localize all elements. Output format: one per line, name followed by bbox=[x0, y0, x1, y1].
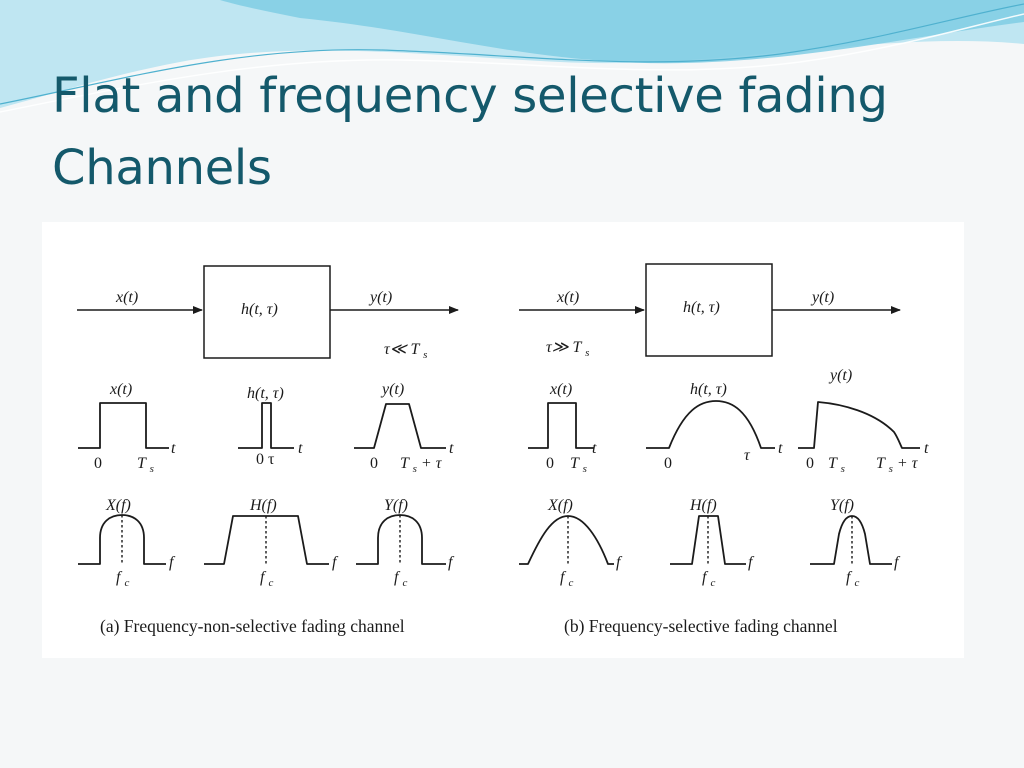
panel-b-x-time-label: x(t) bbox=[549, 381, 572, 398]
panel-b-y-time-curve bbox=[798, 401, 920, 449]
panel-b-x-time-pulse bbox=[528, 402, 594, 449]
panel-b-X-label: X(f) bbox=[547, 497, 573, 514]
panel-b-condition: τ≫ T s bbox=[546, 339, 589, 359]
figure-background bbox=[42, 222, 964, 658]
panel-a-x-time-t: t bbox=[171, 440, 176, 457]
panel-a-condition: τ≪ T s bbox=[384, 341, 427, 361]
panel-a-H-fc: f c bbox=[260, 569, 273, 589]
panel-b-y-time-label: y(t) bbox=[828, 367, 852, 384]
panel-a-y-time-t: t bbox=[449, 440, 454, 457]
panel-a-H-fc-c: c bbox=[268, 577, 273, 589]
panel-a-frequency-non-selective: x(t) h(t, τ) y(t) τ≪ T s x(t) t 0 T s h(… bbox=[77, 265, 459, 636]
panel-a-x-time-pulse bbox=[78, 402, 169, 449]
panel-b-condition-text: τ≫ T bbox=[546, 339, 582, 356]
panel-a-X-label: X(f) bbox=[105, 497, 131, 514]
panel-a-x-time-ts-s: s bbox=[150, 463, 154, 475]
panel-a-Y-f: f bbox=[448, 554, 455, 571]
panel-b-y-time-t: t bbox=[924, 440, 929, 457]
slide-title: Flat and frequency selective fading Chan… bbox=[52, 60, 992, 204]
panel-a-H-label: H(f) bbox=[249, 497, 277, 514]
panel-b-x-time-ts-t: T bbox=[570, 455, 580, 472]
panel-b-y-time-end-t: T bbox=[876, 455, 886, 472]
panel-a-X-fc-f: f bbox=[116, 569, 123, 586]
slide-title-line-1: Flat and frequency selective fading bbox=[52, 68, 888, 124]
panel-b-h-time-tau: τ bbox=[744, 447, 751, 464]
panel-b-frequency-selective: x(t) h(t, τ) y(t) τ≫ T s x(t) t 0 T s h(… bbox=[519, 263, 929, 636]
panel-a-h-time-label: h(t, τ) bbox=[247, 385, 284, 402]
panel-b-h-time-zero: 0 bbox=[664, 455, 672, 472]
panel-b-H-label: H(f) bbox=[689, 497, 717, 514]
panel-b-h-time-curve bbox=[646, 400, 775, 449]
fading-channel-figure: x(t) h(t, τ) y(t) τ≪ T s x(t) t 0 T s h(… bbox=[42, 222, 964, 658]
panel-a-y-time-zero: 0 bbox=[370, 455, 378, 472]
panel-b-Y-fc-f: f bbox=[846, 569, 853, 586]
panel-a-condition-sub: s bbox=[423, 349, 427, 361]
panel-a-H-f: f bbox=[332, 554, 339, 571]
panel-a-channel-block bbox=[203, 265, 331, 359]
panel-a-caption: (a) Frequency-non-selective fading chann… bbox=[100, 616, 405, 636]
panel-b-caption: (b) Frequency-selective fading channel bbox=[564, 616, 838, 636]
header-wave-line bbox=[0, 3, 1024, 105]
panel-a-block-label: h(t, τ) bbox=[241, 301, 278, 318]
panel-a-h-time-ticks: 0 τ bbox=[256, 451, 275, 468]
header-wave-line-2 bbox=[0, 13, 1024, 113]
panel-a-X-fc-c: c bbox=[124, 577, 129, 589]
panel-b-H-fc: f c bbox=[702, 569, 715, 589]
panel-b-h-time-t: t bbox=[778, 440, 783, 457]
panel-b-Y-label: Y(f) bbox=[830, 497, 854, 514]
panel-b-X-f: f bbox=[616, 554, 623, 571]
panel-b-y-time-ts: T s bbox=[828, 455, 845, 475]
panel-b-y-time-zero: 0 bbox=[806, 455, 814, 472]
panel-b-x-time-ts-s: s bbox=[583, 463, 587, 475]
panel-a-y-time-end-t: T bbox=[400, 455, 410, 472]
panel-b-condition-sub: s bbox=[585, 347, 589, 359]
panel-a-y-time-end-tau: + τ bbox=[421, 455, 443, 472]
panel-a-Y-label: Y(f) bbox=[384, 497, 408, 514]
panel-b-Y-fc-c: c bbox=[854, 577, 859, 589]
panel-b-x-time-ts: T s bbox=[570, 455, 587, 475]
panel-b-output-label: y(t) bbox=[810, 289, 834, 306]
panel-a-H-fc-f: f bbox=[260, 569, 267, 586]
panel-a-x-time-ts: T s bbox=[137, 455, 154, 475]
panel-a-x-time-label: x(t) bbox=[109, 381, 132, 398]
panel-a-x-time-ts-t: T bbox=[137, 455, 147, 472]
panel-a-X-fc: f c bbox=[116, 569, 129, 589]
panel-b-Y-fc: f c bbox=[846, 569, 859, 589]
panel-a-y-time-end-s: s bbox=[413, 463, 417, 475]
panel-b-Y-f: f bbox=[894, 554, 901, 571]
panel-b-y-time-ts-s: s bbox=[841, 463, 845, 475]
panel-b-x-time-zero: 0 bbox=[546, 455, 554, 472]
panel-b-y-time-end-tau: + τ bbox=[897, 455, 919, 472]
panel-b-X-fc: f c bbox=[560, 569, 573, 589]
panel-b-block-label: h(t, τ) bbox=[683, 299, 720, 316]
panel-a-X-f: f bbox=[169, 554, 176, 571]
panel-a-condition-text: τ≪ T bbox=[384, 341, 420, 358]
panel-b-H-f: f bbox=[748, 554, 755, 571]
panel-a-output-label: y(t) bbox=[368, 289, 392, 306]
panel-b-y-time-ts-t: T bbox=[828, 455, 838, 472]
panel-b-X-fc-f: f bbox=[560, 569, 567, 586]
panel-b-x-time-t: t bbox=[592, 440, 597, 457]
panel-a-y-time-label: y(t) bbox=[380, 381, 404, 398]
panel-a-x-time-zero: 0 bbox=[94, 455, 102, 472]
panel-a-y-time-end: T s + τ bbox=[400, 455, 443, 476]
panel-a-input-label: x(t) bbox=[115, 289, 138, 306]
panel-b-y-time-end-s: s bbox=[889, 463, 893, 475]
panel-a-h-time-pulse bbox=[238, 402, 294, 449]
panel-b-X-fc-c: c bbox=[568, 577, 573, 589]
panel-b-h-time-label: h(t, τ) bbox=[690, 381, 727, 398]
slide-title-line-2: Channels bbox=[52, 140, 272, 196]
panel-a-Y-fc-c: c bbox=[402, 577, 407, 589]
panel-b-H-fc-f: f bbox=[702, 569, 709, 586]
panel-a-y-time-pulse bbox=[354, 403, 446, 449]
panel-b-H-fc-c: c bbox=[710, 577, 715, 589]
panel-a-h-time-t: t bbox=[298, 440, 303, 457]
panel-b-input-label: x(t) bbox=[556, 289, 579, 306]
panel-a-Y-fc: f c bbox=[394, 569, 407, 589]
panel-a-Y-fc-f: f bbox=[394, 569, 401, 586]
panel-b-y-time-end: T s + τ bbox=[876, 455, 919, 476]
